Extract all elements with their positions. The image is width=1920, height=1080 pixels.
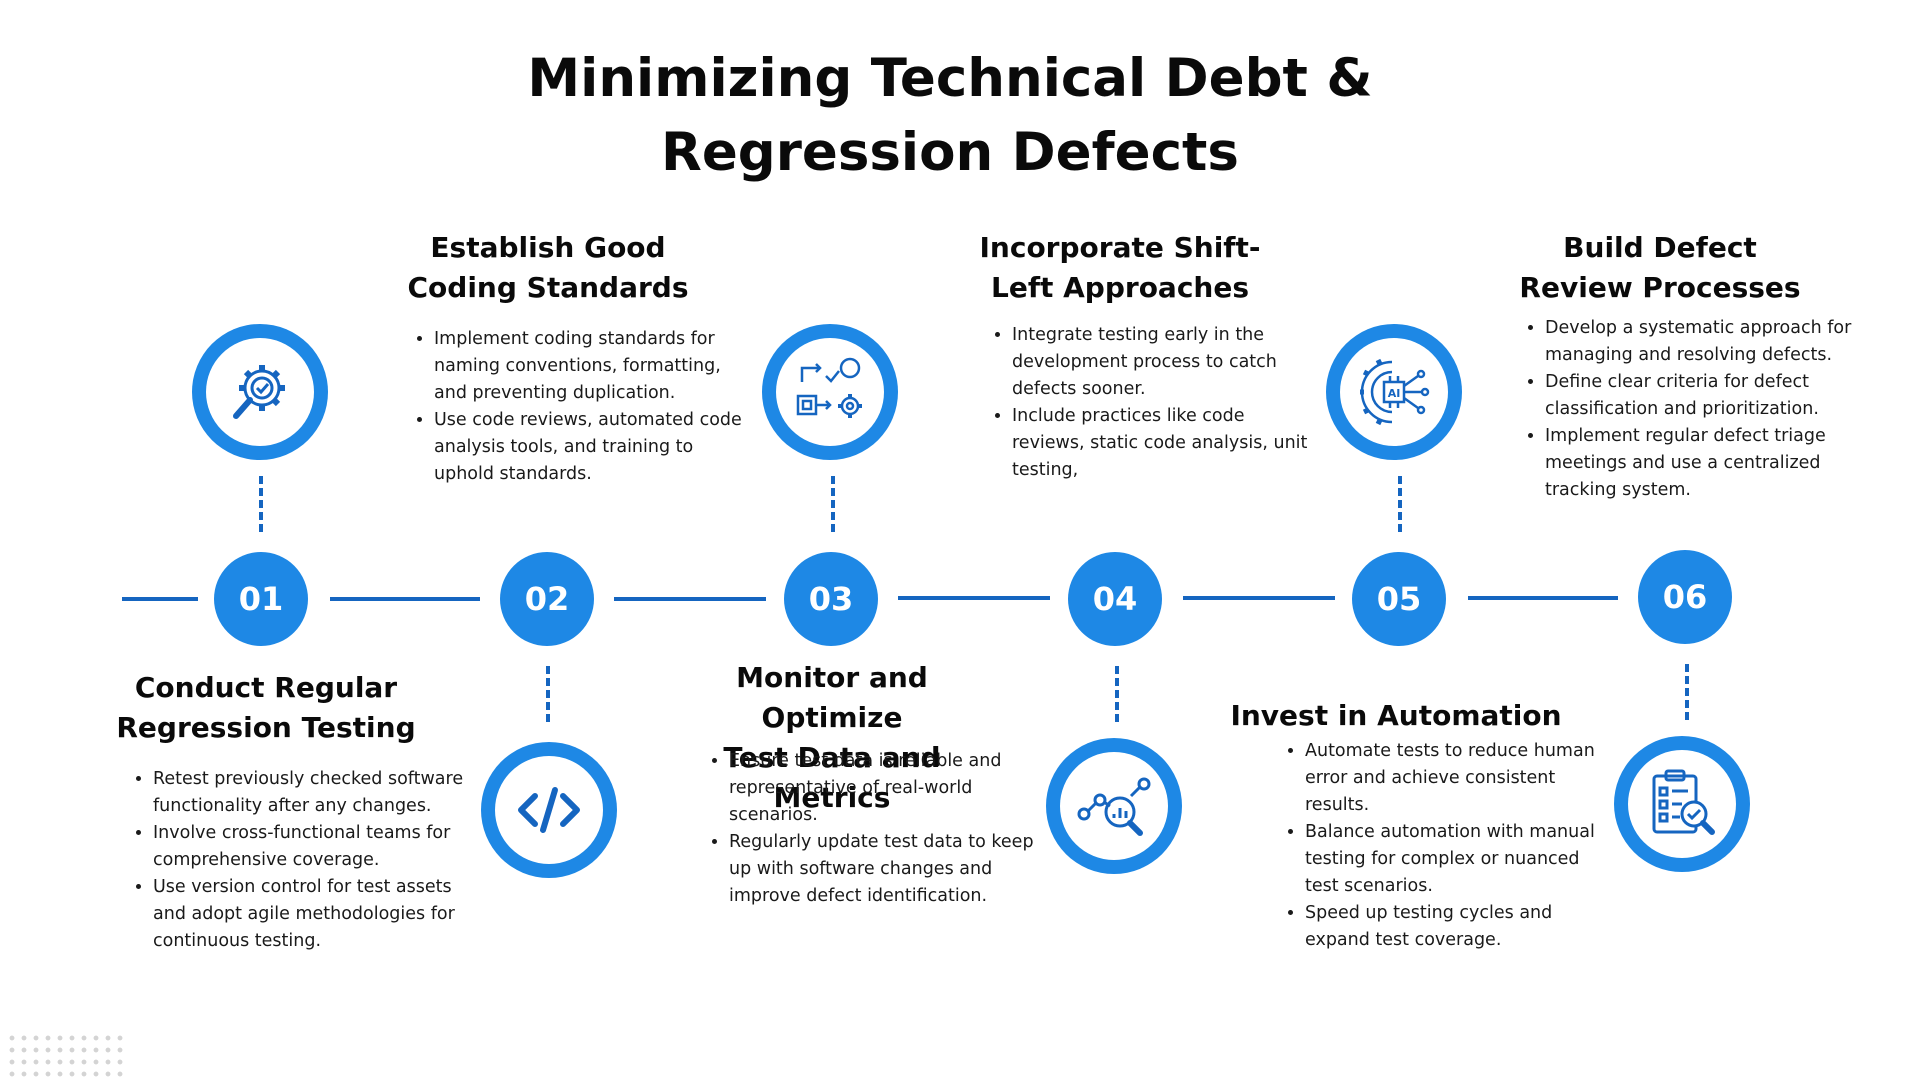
icon-circle-02 — [481, 742, 617, 878]
list-item: Speed up testing cycles and expand test … — [1305, 900, 1595, 954]
step-02-heading-line-1: Establish Good — [430, 231, 666, 264]
step-06-heading: Build Defect Review Processes — [1500, 228, 1820, 308]
timeline-connector — [1183, 596, 1335, 600]
list-item: Use version control for test assets and … — [153, 874, 465, 955]
dashed-connector — [1685, 664, 1689, 720]
step-04-heading-line-2: Left Approaches — [990, 271, 1250, 304]
step-01-heading: Conduct Regular Regression Testing — [106, 668, 426, 748]
step-03-bullets: Ensure test data is reliable and represe… — [705, 748, 1035, 910]
step-06-bullets: Develop a systematic approach for managi… — [1521, 315, 1875, 504]
workflow-icon — [796, 357, 862, 418]
list-item: Balance automation with manual testing f… — [1305, 819, 1595, 900]
icon-circle-01 — [192, 324, 328, 460]
list-item: Ensure test data is reliable and represe… — [729, 748, 1035, 829]
list-item: Regularly update test data to keep up wi… — [729, 829, 1035, 910]
icon-circle-05: AI — [1326, 324, 1462, 460]
analytics-search-icon — [1077, 777, 1151, 836]
step-05-bullets: Automate tests to reduce human error and… — [1281, 738, 1595, 954]
code-icon — [518, 787, 580, 833]
title-line-1: Minimizing Technical Debt & — [527, 48, 1373, 109]
decorative-dot-grid — [6, 1032, 126, 1080]
timeline-connector — [330, 597, 480, 601]
step-02-heading-line-2: Coding Standards — [407, 271, 689, 304]
dashed-connector — [1398, 476, 1402, 532]
list-item: Develop a systematic approach for managi… — [1545, 315, 1875, 369]
step-04-bullets: Integrate testing early in the developme… — [988, 322, 1312, 484]
step-01-bullets: Retest previously checked software funct… — [129, 766, 465, 955]
step-06-heading-line-2: Review Processes — [1519, 271, 1801, 304]
step-01-heading-line-1: Conduct Regular — [134, 671, 398, 704]
step-04-heading-line-1: Incorporate Shift- — [979, 231, 1261, 264]
step-05-heading: Invest in Automation — [1226, 696, 1566, 736]
dashed-connector — [546, 666, 550, 722]
step-number-02: 02 — [500, 552, 594, 646]
list-item: Include practices like code reviews, sta… — [1012, 403, 1312, 484]
timeline-connector — [1468, 596, 1618, 600]
dashed-connector — [1115, 666, 1119, 722]
step-number-06: 06 — [1638, 550, 1732, 644]
dashed-connector — [259, 476, 263, 532]
step-02-heading: Establish Good Coding Standards — [388, 228, 708, 308]
step-04-heading: Incorporate Shift- Left Approaches — [960, 228, 1280, 308]
timeline-connector — [898, 596, 1050, 600]
list-item: Automate tests to reduce human error and… — [1305, 738, 1595, 819]
icon-circle-04 — [1046, 738, 1182, 874]
step-number-04: 04 — [1068, 552, 1162, 646]
timeline-connector — [122, 597, 198, 601]
step-06-heading-line-1: Build Defect — [1563, 231, 1757, 264]
list-item: Define clear criteria for defect classif… — [1545, 369, 1875, 423]
dashed-connector — [831, 476, 835, 532]
list-item: Implement coding standards for naming co… — [434, 326, 750, 407]
svg-text:AI: AI — [1388, 387, 1401, 400]
step-01-heading-line-2: Regression Testing — [116, 711, 416, 744]
step-02-bullets: Implement coding standards for naming co… — [410, 326, 750, 488]
gear-check-icon — [233, 365, 285, 419]
list-item: Retest previously checked software funct… — [153, 766, 465, 820]
step-03-heading: Monitor and Optimize Test Data and Metri… — [662, 658, 1002, 818]
checklist-search-icon — [1652, 769, 1715, 835]
title-line-2: Regression Defects — [661, 122, 1239, 183]
ai-chip-gear-icon: AI — [1360, 358, 1430, 426]
step-number-01: 01 — [214, 552, 308, 646]
step-03-heading-line-2: Test Data and Metrics — [723, 741, 941, 814]
step-number-05: 05 — [1352, 552, 1446, 646]
step-05-heading-line-1: Invest in Automation — [1230, 699, 1562, 732]
step-number-03: 03 — [784, 552, 878, 646]
list-item: Implement regular defect triage meetings… — [1545, 423, 1875, 504]
list-item: Use code reviews, automated code analysi… — [434, 407, 750, 488]
page-title: Minimizing Technical Debt & Regression D… — [0, 42, 1900, 190]
list-item: Integrate testing early in the developme… — [1012, 322, 1312, 403]
icon-circle-06 — [1614, 736, 1750, 872]
list-item: Involve cross-functional teams for compr… — [153, 820, 465, 874]
step-03-heading-line-1: Monitor and Optimize — [736, 661, 928, 734]
timeline-connector — [614, 597, 766, 601]
icon-circle-03 — [762, 324, 898, 460]
